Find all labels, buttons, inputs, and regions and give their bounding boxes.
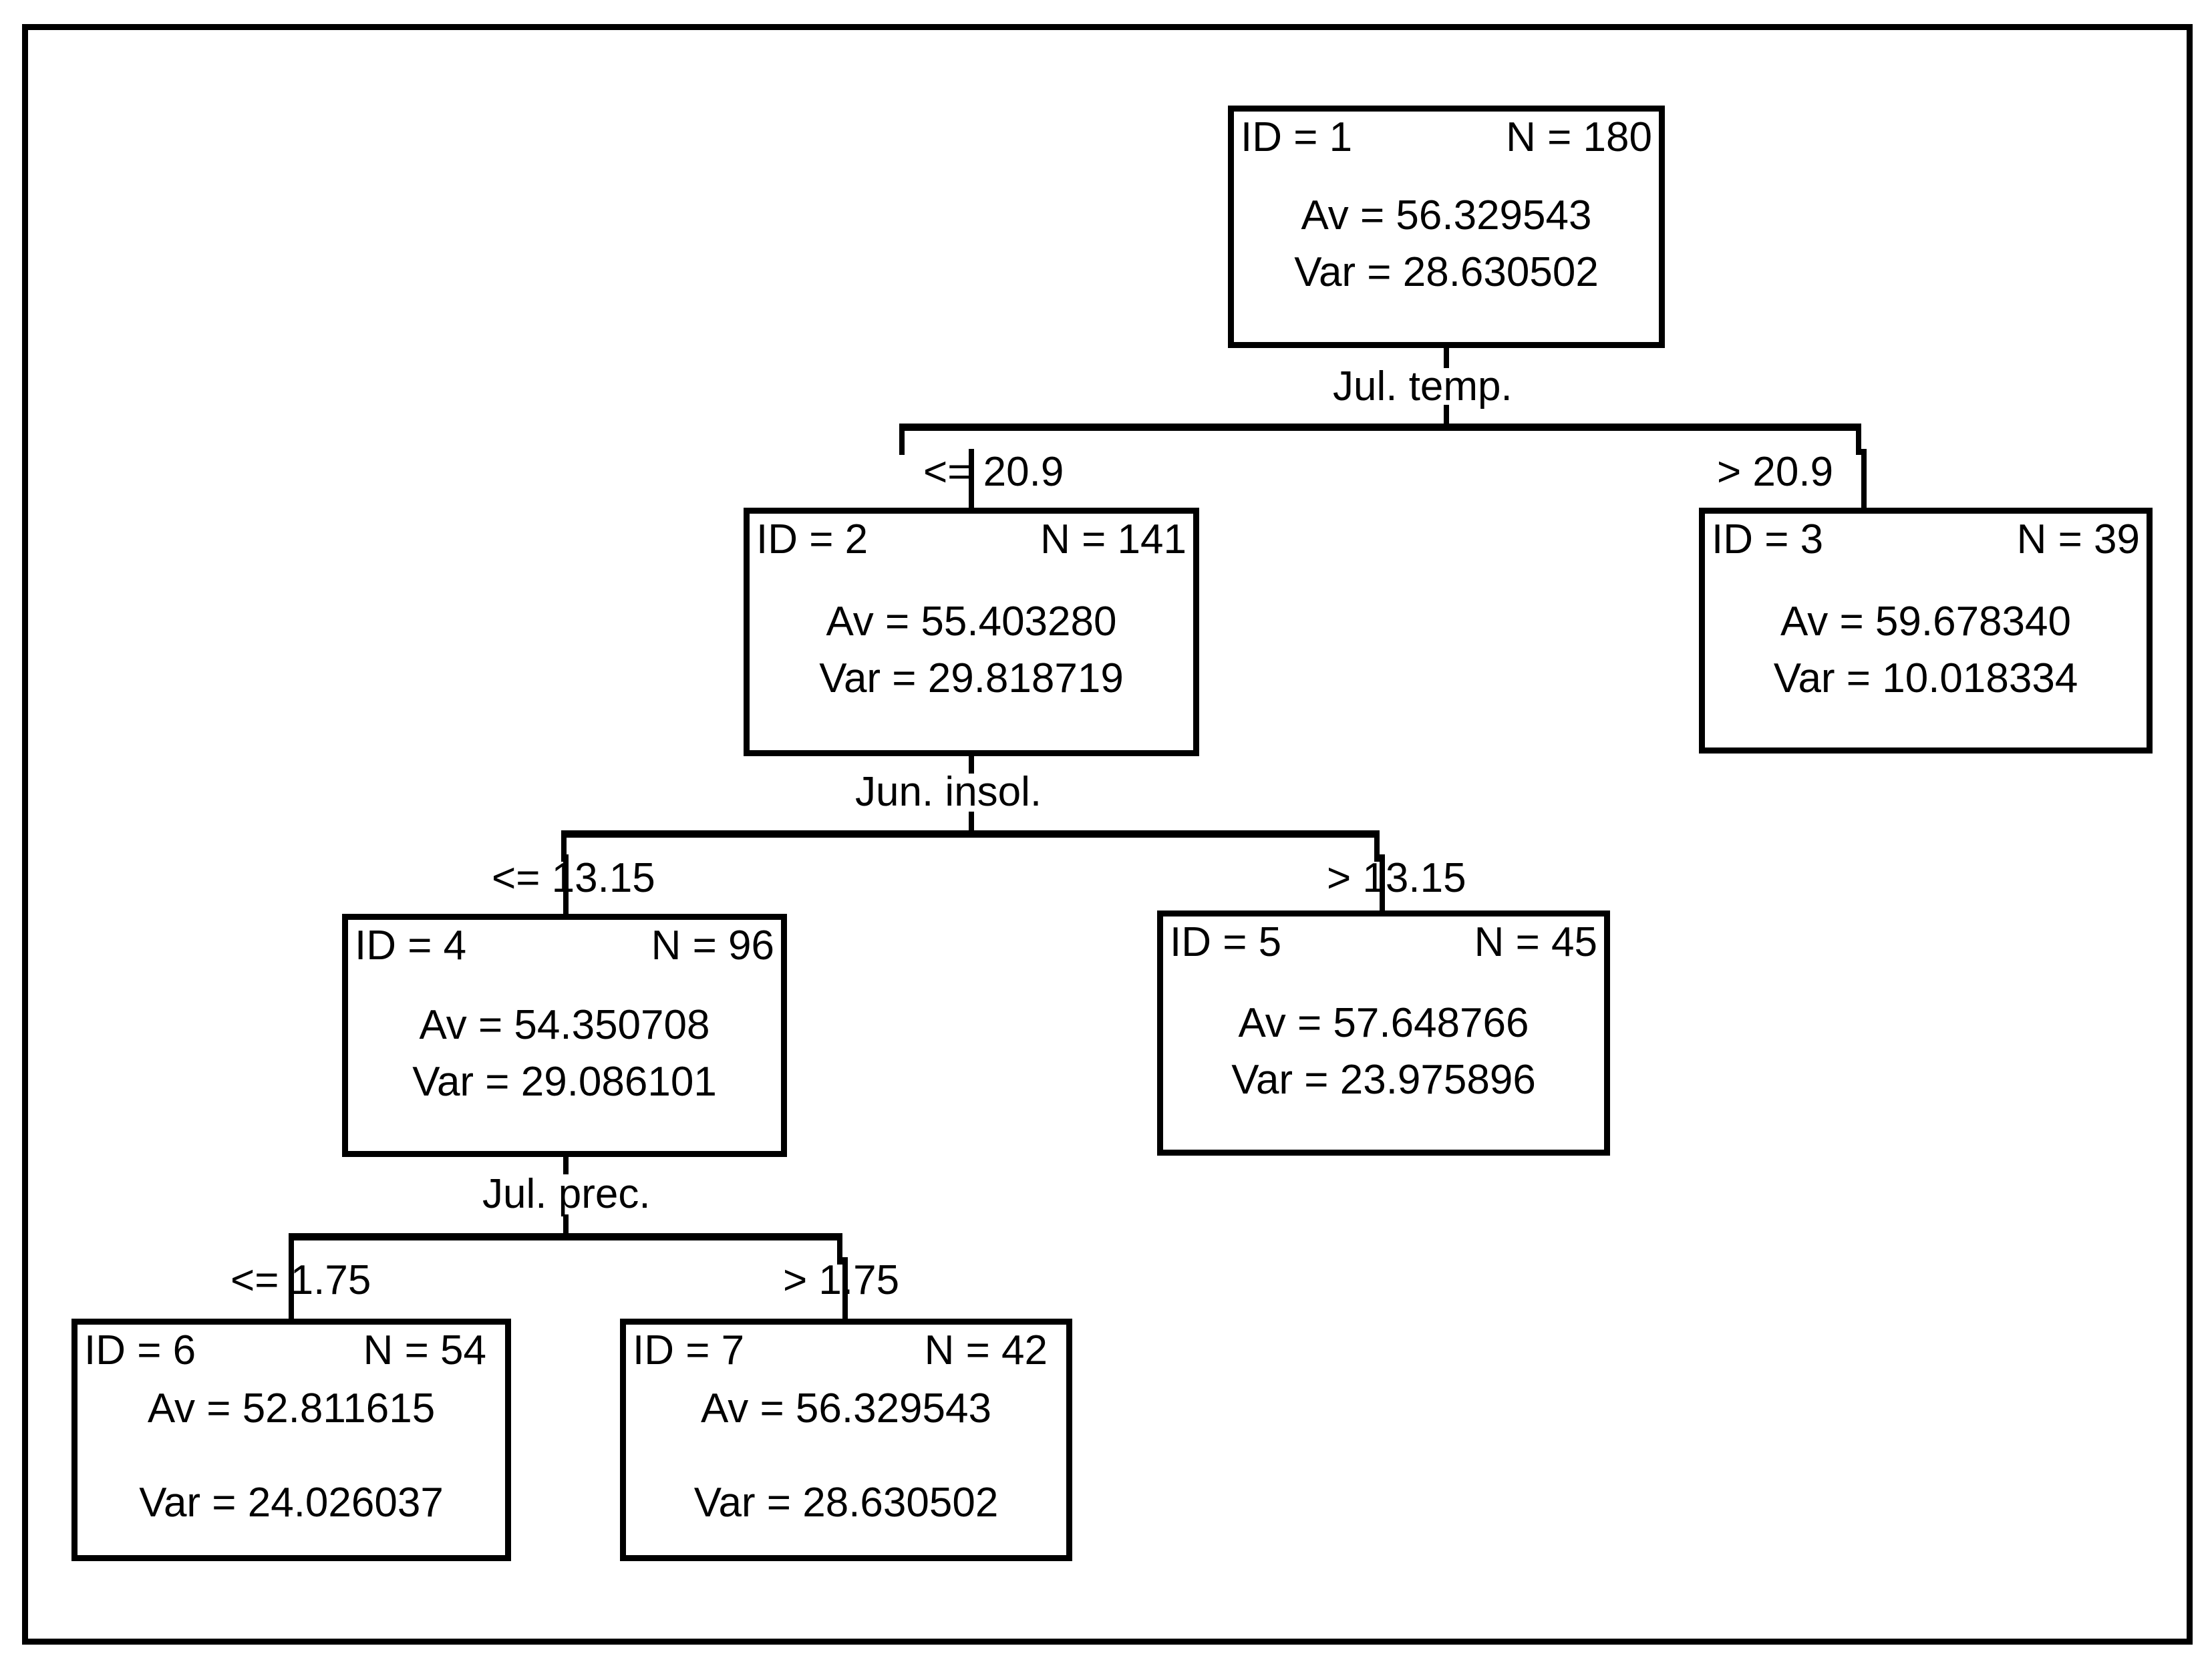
node-6-variance: Var = 24.026037 — [139, 1480, 444, 1526]
node-1-average: Av = 56.329543 — [1301, 192, 1592, 238]
node-5-id-label: ID = 5 — [1170, 919, 1282, 965]
node-2-header: ID = 2 N = 141 — [756, 516, 1187, 563]
drop-node-6 — [289, 1257, 294, 1321]
node-5-variance: Var = 23.975896 — [1231, 1057, 1536, 1103]
node-4-n-label: N = 96 — [651, 923, 774, 969]
drop-node-5 — [1380, 854, 1385, 913]
node-1-variance: Var = 28.630502 — [1294, 249, 1599, 295]
node-3-header: ID = 3 N = 39 — [1712, 516, 2140, 563]
split-1-left-branch-label: <= 20.9 — [923, 449, 1064, 495]
node-6-header: ID = 6 N = 54 — [84, 1327, 486, 1374]
node-5-header: ID = 5 N = 45 — [1170, 919, 1597, 966]
split-3-right-elbow — [837, 1240, 842, 1265]
split-1-right-branch-label: > 20.9 — [1717, 449, 1834, 495]
split-2-right-elbow — [1374, 838, 1380, 862]
split-3-stem — [563, 1157, 569, 1174]
node-2-average: Av = 55.403280 — [826, 599, 1117, 645]
split-1-horizontal-connector — [899, 424, 1861, 431]
node-4-header: ID = 4 N = 96 — [355, 923, 774, 969]
node-4-average: Av = 54.350708 — [419, 1002, 710, 1048]
node-7-average: Av = 56.329543 — [701, 1385, 991, 1432]
node-6-n-label: N = 54 — [363, 1327, 486, 1373]
node-1-id-label: ID = 1 — [1241, 114, 1353, 160]
split-1-variable-label: Jul. temp. — [1333, 363, 1513, 409]
node-7-header: ID = 7 N = 42 — [633, 1327, 1048, 1374]
split-2-stem — [969, 756, 974, 774]
node-6-average: Av = 52.811615 — [147, 1385, 436, 1432]
node-2-variance: Var = 29.818719 — [819, 655, 1124, 701]
node-3-average: Av = 59.678340 — [1780, 599, 2071, 645]
node-1-header: ID = 1 N = 180 — [1241, 114, 1652, 161]
node-5-average: Av = 57.648766 — [1238, 1000, 1529, 1046]
split-3-horizontal-connector — [289, 1233, 842, 1240]
split-3-stem-lower — [563, 1214, 569, 1233]
split-2-variable-label: Jun. insol. — [855, 769, 1042, 815]
node-2-n-label: N = 141 — [1040, 516, 1187, 562]
node-1-n-label: N = 180 — [1506, 114, 1652, 160]
node-3-n-label: N = 39 — [2016, 516, 2140, 562]
split-3-variable-label: Jul. prec. — [482, 1171, 651, 1217]
node-2-id-label: ID = 2 — [756, 516, 868, 562]
node-3-id-label: ID = 3 — [1712, 516, 1824, 562]
split-1-stem — [1444, 348, 1449, 368]
drop-node-4 — [563, 854, 569, 916]
split-3-left-elbow — [289, 1240, 294, 1265]
split-3-right-branch-label: > 1.75 — [783, 1257, 900, 1303]
node-6-id-label: ID = 6 — [84, 1327, 196, 1373]
node-4-id-label: ID = 4 — [355, 923, 467, 969]
split-2-left-branch-label: <= 13.15 — [492, 855, 655, 901]
node-7-id-label: ID = 7 — [633, 1327, 745, 1373]
drop-node-2 — [969, 449, 974, 510]
drop-node-7 — [842, 1257, 848, 1321]
split-1-stem-lower — [1444, 405, 1449, 424]
node-7-variance: Var = 28.630502 — [693, 1480, 999, 1526]
node-5-n-label: N = 45 — [1474, 919, 1597, 965]
split-2-right-branch-label: > 13.15 — [1327, 855, 1466, 901]
node-3-variance: Var = 10.018334 — [1773, 655, 2078, 701]
drop-node-3 — [1861, 449, 1867, 510]
split-2-horizontal-connector — [561, 830, 1380, 838]
split-1-left-elbow — [899, 431, 905, 455]
node-4-variance: Var = 29.086101 — [412, 1059, 717, 1105]
split-1-right-elbow — [1856, 431, 1861, 455]
node-7-n-label: N = 42 — [924, 1327, 1048, 1373]
split-2-left-elbow — [561, 838, 567, 862]
split-2-stem-lower — [969, 812, 974, 830]
split-3-left-branch-label: <= 1.75 — [230, 1257, 371, 1303]
